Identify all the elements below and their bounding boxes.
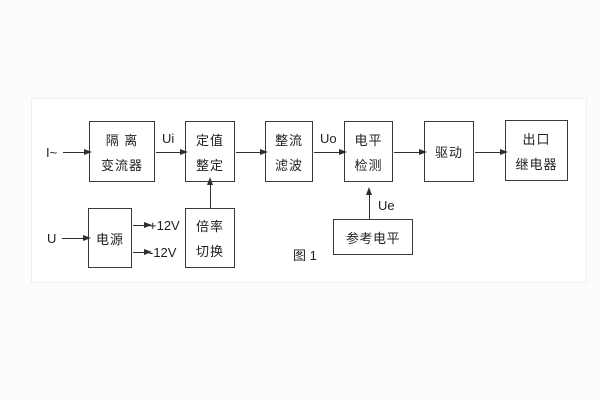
block-isolation-transformer: 隔 离 变流器 xyxy=(89,121,155,182)
arrow-current-to-isolation xyxy=(63,148,92,155)
label-signal-ue: Ue xyxy=(378,198,395,213)
block-ratio-switch-line1: 倍率 xyxy=(195,219,224,234)
label-rail-positive: +12V xyxy=(149,218,180,233)
block-driver: 驱动 xyxy=(424,121,474,182)
block-rectifier-filter: 整流 滤波 xyxy=(265,121,313,182)
block-isolation-transformer-line2: 变流器 xyxy=(100,157,143,173)
block-reference-level-line1: 参考电平 xyxy=(345,230,400,246)
block-ratio-switch: 倍率 切换 xyxy=(185,208,235,268)
block-power-supply: 电源 xyxy=(88,208,132,268)
label-signal-uo: Uo xyxy=(320,131,337,146)
arrow-voltage-to-power xyxy=(62,234,91,241)
label-rail-negative: -12V xyxy=(149,245,177,260)
block-driver-line1: 驱动 xyxy=(434,145,463,160)
figure-caption: 图 1 xyxy=(293,248,317,263)
block-level-detector: 电平 检测 xyxy=(344,121,393,182)
arrow-isolation-to-setting xyxy=(156,148,188,155)
block-power-supply-line1: 电源 xyxy=(95,231,124,247)
arrow-rectifier-to-level xyxy=(314,148,347,155)
block-output-relay-line1: 出口 xyxy=(522,131,551,147)
block-isolation-transformer-line1: 隔 离 xyxy=(105,132,139,148)
block-rectifier-filter-line1: 整流 xyxy=(274,132,303,148)
label-voltage-input: U xyxy=(47,231,57,246)
arrow-setting-to-rectifier xyxy=(236,148,268,155)
arrow-reference-ue xyxy=(365,187,372,219)
block-output-relay-line2: 继电器 xyxy=(515,156,558,172)
label-current-input: I~ xyxy=(46,145,58,160)
arrow-power-neg-rail xyxy=(133,248,152,255)
block-reference-level: 参考电平 xyxy=(333,219,413,255)
block-level-detector-line2: 检测 xyxy=(354,157,383,173)
label-signal-ui: Ui xyxy=(162,131,175,146)
block-level-detector-line1: 电平 xyxy=(354,132,383,148)
block-output-relay: 出口 继电器 xyxy=(505,120,568,181)
arrow-power-pos-rail xyxy=(133,221,152,228)
arrow-driver-to-relay xyxy=(475,148,508,155)
arrow-ratio-to-setting xyxy=(206,177,213,208)
block-rectifier-filter-line2: 滤波 xyxy=(274,157,303,173)
arrow-level-to-driver xyxy=(394,148,427,155)
block-setting-adjust-line1: 定值 xyxy=(195,132,224,148)
block-setting-adjust: 定值 整定 xyxy=(185,121,235,182)
block-ratio-switch-line2: 切换 xyxy=(195,244,224,259)
block-setting-adjust-line2: 整定 xyxy=(195,157,224,173)
